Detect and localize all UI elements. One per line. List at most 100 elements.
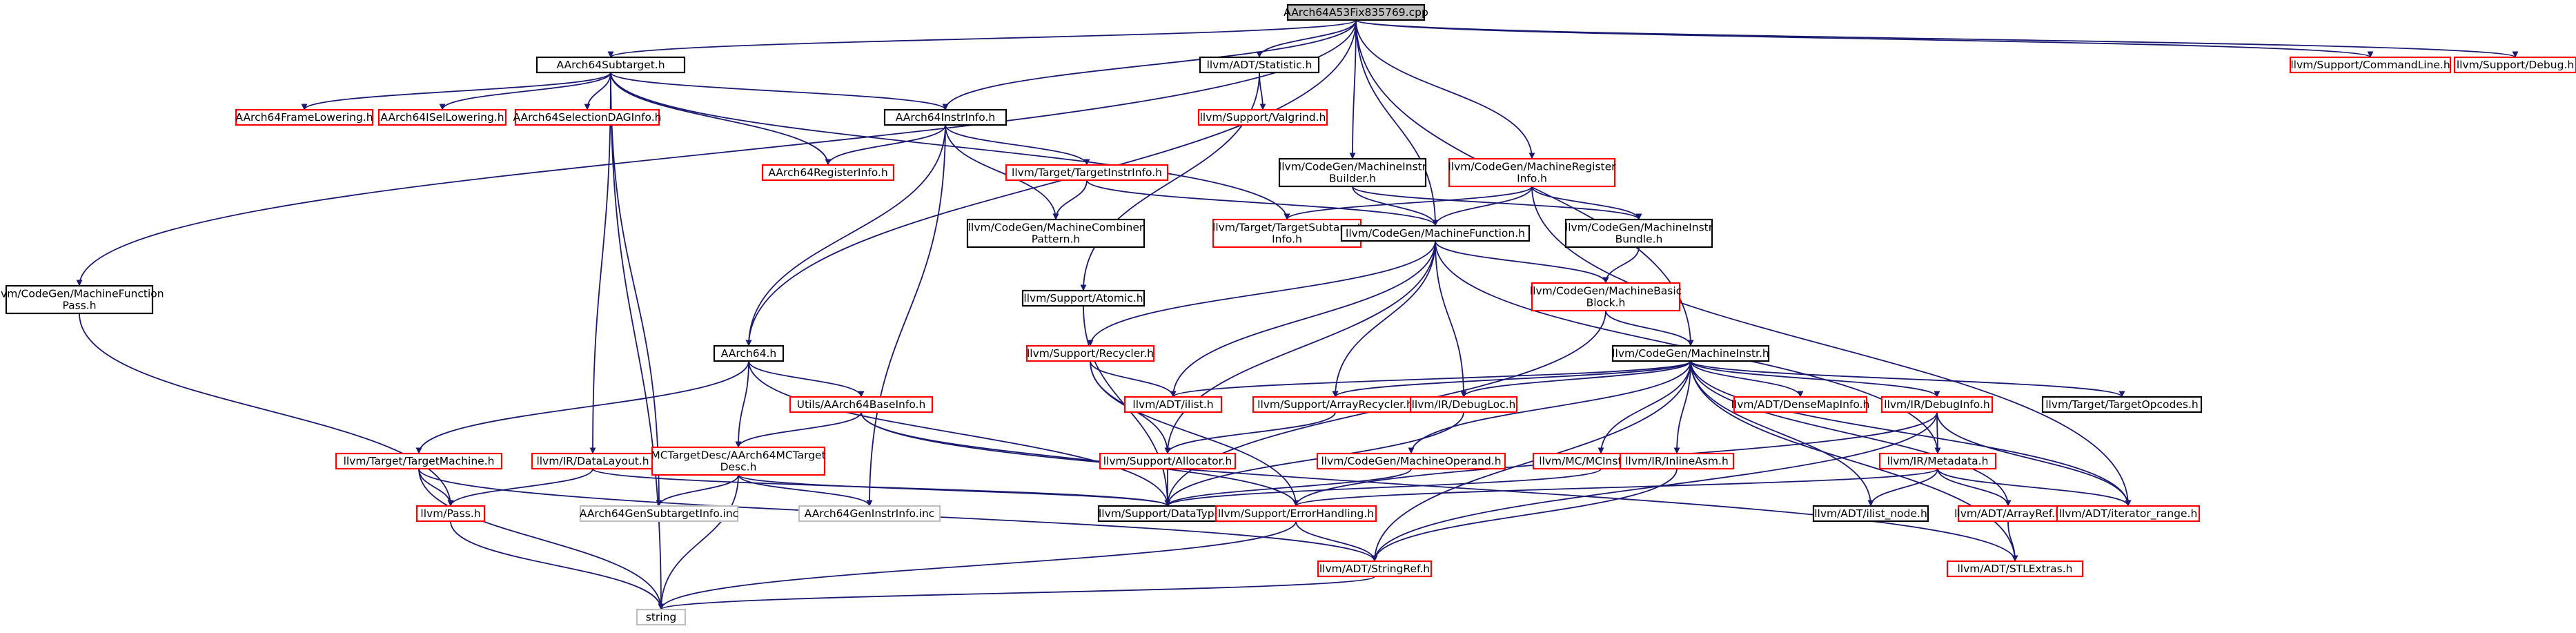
node-targetinstrinfo[interactable]: llvm/Target/TargetInstrInfo.h xyxy=(1005,164,1169,182)
edge-aarch64h-to-mcdesc xyxy=(735,360,749,448)
node-stlextras[interactable]: llvm/ADT/STLExtras.h xyxy=(1946,560,2084,578)
node-box xyxy=(1619,452,1735,470)
edge-mcdesc-to-geninstr xyxy=(738,474,873,507)
edge-arrayrecycler-to-allocator xyxy=(1164,411,1336,454)
node-root[interactable]: AArch64A53Fix835769.cpp xyxy=(1284,3,1428,21)
node-label-line: llvm/Support/Allocator.h xyxy=(1103,455,1232,467)
edge-targetinstrinfo-to-combiner xyxy=(1052,179,1088,220)
edge-targetmachine-to-string xyxy=(418,468,665,610)
edge-reginfo-to-targetsubtarget xyxy=(1284,186,1533,220)
node-stringref[interactable]: llvm/ADT/StringRef.h xyxy=(1317,560,1433,578)
node-pass[interactable]: llvm/Pass.h xyxy=(415,505,486,523)
edge-statistic-to-valgrind xyxy=(1259,72,1266,110)
node-box xyxy=(1611,344,1770,362)
node-geninstr[interactable]: AArch64GenInstrInfo.inc xyxy=(798,505,941,523)
node-subtarget[interactable]: AArch64Subtarget.h xyxy=(535,56,686,74)
node-metadata[interactable]: llvm/IR/Metadata.h xyxy=(1878,452,1997,470)
node-moperand[interactable]: llvm/CodeGen/MachineOperand.h xyxy=(1316,452,1506,470)
node-box xyxy=(335,452,503,470)
node-box xyxy=(1197,108,1328,126)
node-label-line: llvm/CodeGen/MachineCombiner xyxy=(968,222,1144,234)
node-densemapinfo[interactable]: llvm/ADT/DenseMapInfo.h xyxy=(1731,396,1870,413)
node-string[interactable]: string xyxy=(636,608,687,626)
node-allocator[interactable]: llvm/Support/Allocator.h xyxy=(1099,452,1237,470)
edge-subtarget-to-framelowering xyxy=(301,72,611,110)
node-box xyxy=(1564,218,1713,249)
node-selectiondag[interactable]: AArch64SelectionDAGInfo.h xyxy=(513,108,662,126)
node-recycler[interactable]: llvm/Support/Recycler.h xyxy=(1025,344,1155,362)
edge-mcdesc-to-gensubtarget xyxy=(656,474,739,507)
node-label-line: AArch64A53Fix835769.cpp xyxy=(1284,6,1428,19)
node-box xyxy=(966,218,1146,249)
edge-instrinfo-to-aarch64reginfo xyxy=(825,124,946,166)
edge-root-to-debug xyxy=(1355,19,2518,58)
node-debug[interactable]: llvm/Support/Debug.h xyxy=(2453,56,2576,74)
node-datatypes[interactable]: llvm/Support/DataTypes.h xyxy=(1097,505,1238,523)
node-iterrange[interactable]: llvm/ADT/iterator_range.h xyxy=(2056,505,2201,523)
node-box xyxy=(377,108,507,126)
node-label-line: Utils/AArch64BaseInfo.h xyxy=(797,398,926,411)
edge-instrinfo-to-aarch64h xyxy=(745,124,946,347)
node-debuginfo[interactable]: llvm/IR/DebugInfo.h xyxy=(1880,396,1994,413)
node-box xyxy=(235,108,374,126)
edge-root-to-instrbuilder xyxy=(1349,19,1357,159)
node-box xyxy=(651,446,826,476)
node-arrayref[interactable]: llvm/ADT/ArrayRef.h xyxy=(1954,505,2062,523)
edge-subtarget-to-selectiondag xyxy=(584,72,611,110)
node-box xyxy=(1278,157,1427,188)
node-statistic[interactable]: llvm/ADT/Statistic.h xyxy=(1199,56,1320,74)
node-framelowering[interactable]: AArch64FrameLowering.h xyxy=(235,108,374,126)
edge-subtarget-to-targetsubtarget xyxy=(610,72,1290,220)
node-inlineasm[interactable]: llvm/IR/InlineAsm.h xyxy=(1619,452,1735,470)
node-isellowering[interactable]: AArch64ISelLowering.h xyxy=(377,108,507,126)
edge-minstr-to-ilist xyxy=(1170,360,1691,398)
node-label-line: Builder.h xyxy=(1329,173,1376,185)
node-label-line: AArch64ISelLowering.h xyxy=(380,111,504,124)
node-valgrind[interactable]: llvm/Support/Valgrind.h xyxy=(1197,108,1328,126)
node-targetmachine[interactable]: llvm/Target/TargetMachine.h xyxy=(335,452,503,470)
edge-errorhandling-to-stringref xyxy=(1295,520,1378,562)
node-opcodes[interactable]: llvm/Target/TargetOpcodes.h xyxy=(2041,396,2203,413)
node-atomic[interactable]: llvm/Support/Atomic.h xyxy=(1021,289,1146,307)
edge-mfunction-to-arrayrecycler xyxy=(1332,240,1436,398)
node-box xyxy=(798,505,941,523)
edge-root-to-mfunction xyxy=(1355,19,1439,226)
node-box xyxy=(1212,218,1362,249)
node-box xyxy=(1005,164,1169,182)
node-box xyxy=(2056,505,2201,523)
node-label-line: llvm/IR/DebugInfo.h xyxy=(1884,398,1989,411)
node-minstr[interactable]: llvm/CodeGen/MachineInstr.h xyxy=(1611,344,1770,362)
node-box xyxy=(1448,157,1616,188)
node-ilist[interactable]: llvm/ADT/ilist.h xyxy=(1123,396,1223,413)
node-gensubtarget[interactable]: AArch64GenSubtargetInfo.inc xyxy=(580,505,738,523)
node-instrinfo[interactable]: AArch64InstrInfo.h xyxy=(883,108,1007,126)
node-ilistnode[interactable]: llvm/ADT/ilist_node.h xyxy=(1812,505,1929,523)
node-aarch64reginfo[interactable]: AArch64RegisterInfo.h xyxy=(761,164,895,182)
node-mfunction[interactable]: llvm/CodeGen/MachineFunction.h xyxy=(1340,224,1531,242)
node-commandline[interactable]: llvm/Support/CommandLine.h xyxy=(2289,56,2452,74)
node-box xyxy=(1733,396,1868,413)
node-datalayout[interactable]: llvm/IR/DataLayout.h xyxy=(531,452,655,470)
node-errorhandling[interactable]: llvm/Support/ErrorHandling.h xyxy=(1215,505,1377,523)
node-label-line: llvm/IR/DebugLoc.h xyxy=(1412,398,1516,411)
edge-minstr-to-mcinstrdesc xyxy=(1597,360,1691,454)
node-box xyxy=(1531,282,1681,312)
edge-aarch64h-to-baseinfo xyxy=(748,360,865,398)
node-baseinfo[interactable]: Utils/AArch64BaseInfo.h xyxy=(789,396,934,413)
node-aarch64h[interactable]: AArch64.h xyxy=(713,344,785,362)
edge-recycler-to-errorhandling xyxy=(1090,360,1299,507)
edge-root-to-subtarget xyxy=(607,19,1357,58)
node-label-line: llvm/Support/CommandLine.h xyxy=(2290,59,2450,71)
node-arrayrecycler[interactable]: llvm/Support/ArrayRecycler.h xyxy=(1252,396,1419,413)
node-debugloc[interactable]: llvm/IR/DebugLoc.h xyxy=(1409,396,1518,413)
edge-subtarget-to-gensubtarget xyxy=(610,72,662,507)
edge-baseinfo-to-mcdesc xyxy=(735,411,862,448)
